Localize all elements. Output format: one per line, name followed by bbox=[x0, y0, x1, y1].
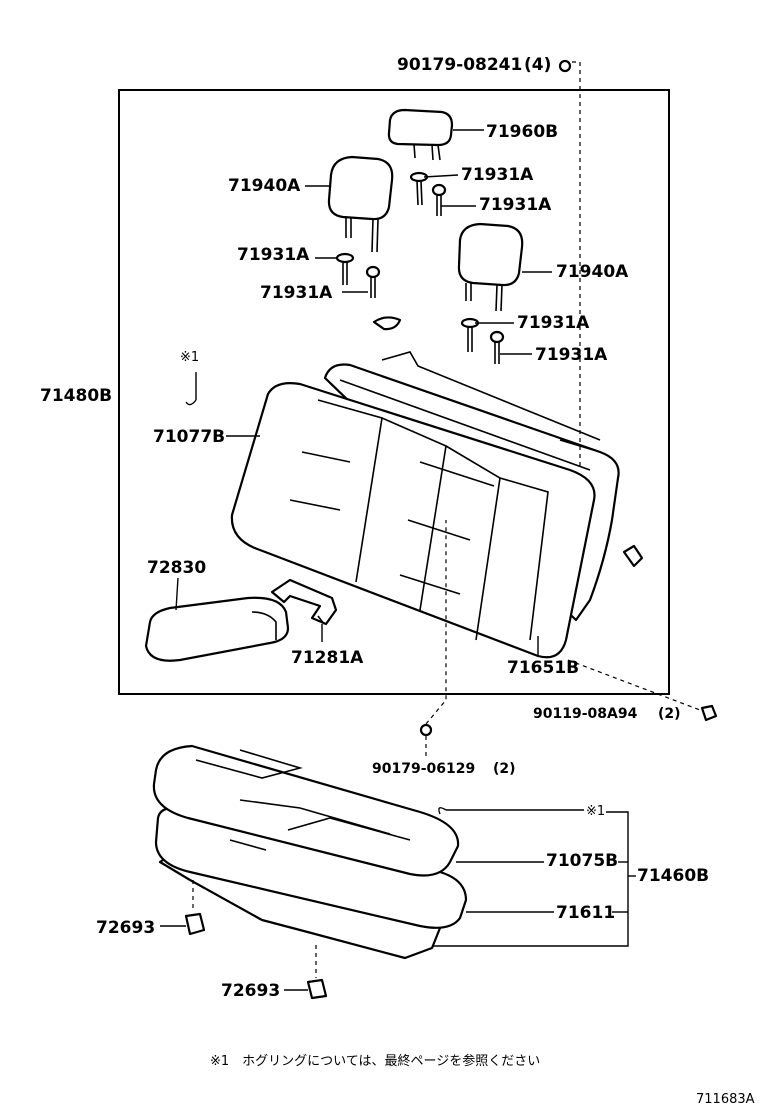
label-90179-08241: 90179-08241 bbox=[397, 55, 522, 75]
label-71460b: 71460B bbox=[637, 866, 709, 886]
seatback-assembly-frame bbox=[118, 89, 670, 695]
label-90179-08241-qty: (4) bbox=[524, 55, 551, 75]
seat-cover-71075b[interactable] bbox=[152, 744, 460, 877]
bolt-90179-08241[interactable] bbox=[558, 59, 581, 470]
seatback-cover-71077b[interactable] bbox=[230, 382, 596, 659]
label-71931a-3: 71931A bbox=[237, 245, 310, 265]
support-71931a-1[interactable] bbox=[409, 171, 429, 206]
label-71480b: 71480B bbox=[40, 386, 112, 406]
label-90179-06129: 90179-06129 bbox=[372, 761, 475, 777]
clip-72693-1[interactable] bbox=[184, 880, 206, 936]
bracket-71281a[interactable] bbox=[270, 578, 338, 626]
support-71931a-6[interactable] bbox=[489, 330, 505, 364]
diagram-id: 711683A bbox=[696, 1092, 755, 1107]
label-71075b: 71075B bbox=[546, 851, 618, 871]
seat-cushion-assembly bbox=[152, 744, 468, 960]
label-71940a-left: 71940A bbox=[228, 176, 301, 196]
label-72693-2: 72693 bbox=[221, 981, 280, 1001]
support-71931a-5[interactable] bbox=[460, 317, 480, 352]
clip-72693-2[interactable] bbox=[306, 945, 328, 1000]
support-71931a-3[interactable] bbox=[335, 252, 355, 285]
label-72693-1: 72693 bbox=[96, 918, 155, 938]
label-71931a-2: 71931A bbox=[479, 195, 552, 215]
support-71931a-4[interactable] bbox=[365, 265, 381, 298]
label-71960b: 71960B bbox=[486, 122, 558, 142]
headrest-71940a-left[interactable] bbox=[327, 155, 394, 253]
label-90119-08a94-qty: (2) bbox=[658, 706, 681, 722]
label-71931a-6: 71931A bbox=[535, 345, 608, 365]
label-71651b: 71651B bbox=[507, 658, 579, 678]
armrest-72830[interactable] bbox=[144, 596, 290, 662]
label-72830: 72830 bbox=[147, 558, 206, 578]
bolt-90119-08a94[interactable] bbox=[567, 659, 718, 722]
label-71077b: 71077B bbox=[153, 427, 225, 447]
label-71611: 71611 bbox=[556, 903, 615, 923]
label-71281a: 71281A bbox=[291, 648, 364, 668]
side-bracket bbox=[622, 544, 644, 568]
bolt-90179-06129[interactable] bbox=[419, 520, 447, 760]
ref-mark-lower: ※1 bbox=[586, 804, 605, 819]
label-71931a-4: 71931A bbox=[260, 283, 333, 303]
headrest-71940a-right[interactable] bbox=[457, 222, 524, 312]
headrest-71960b[interactable] bbox=[387, 108, 454, 161]
label-71940a-right: 71940A bbox=[556, 262, 629, 282]
label-71931a-5: 71931A bbox=[517, 313, 590, 333]
label-71931a-1: 71931A bbox=[461, 165, 534, 185]
label-90179-06129-qty: (2) bbox=[493, 761, 516, 777]
leader-lines bbox=[160, 129, 636, 991]
ref-mark-upper: ※1 bbox=[180, 350, 199, 365]
clip-part bbox=[372, 316, 402, 331]
support-71931a-2[interactable] bbox=[431, 183, 447, 216]
label-90119-08a94: 90119-08A94 bbox=[533, 706, 638, 722]
footnote: ※1 ホグリングについては、最終ページを参照ください bbox=[210, 1053, 540, 1069]
